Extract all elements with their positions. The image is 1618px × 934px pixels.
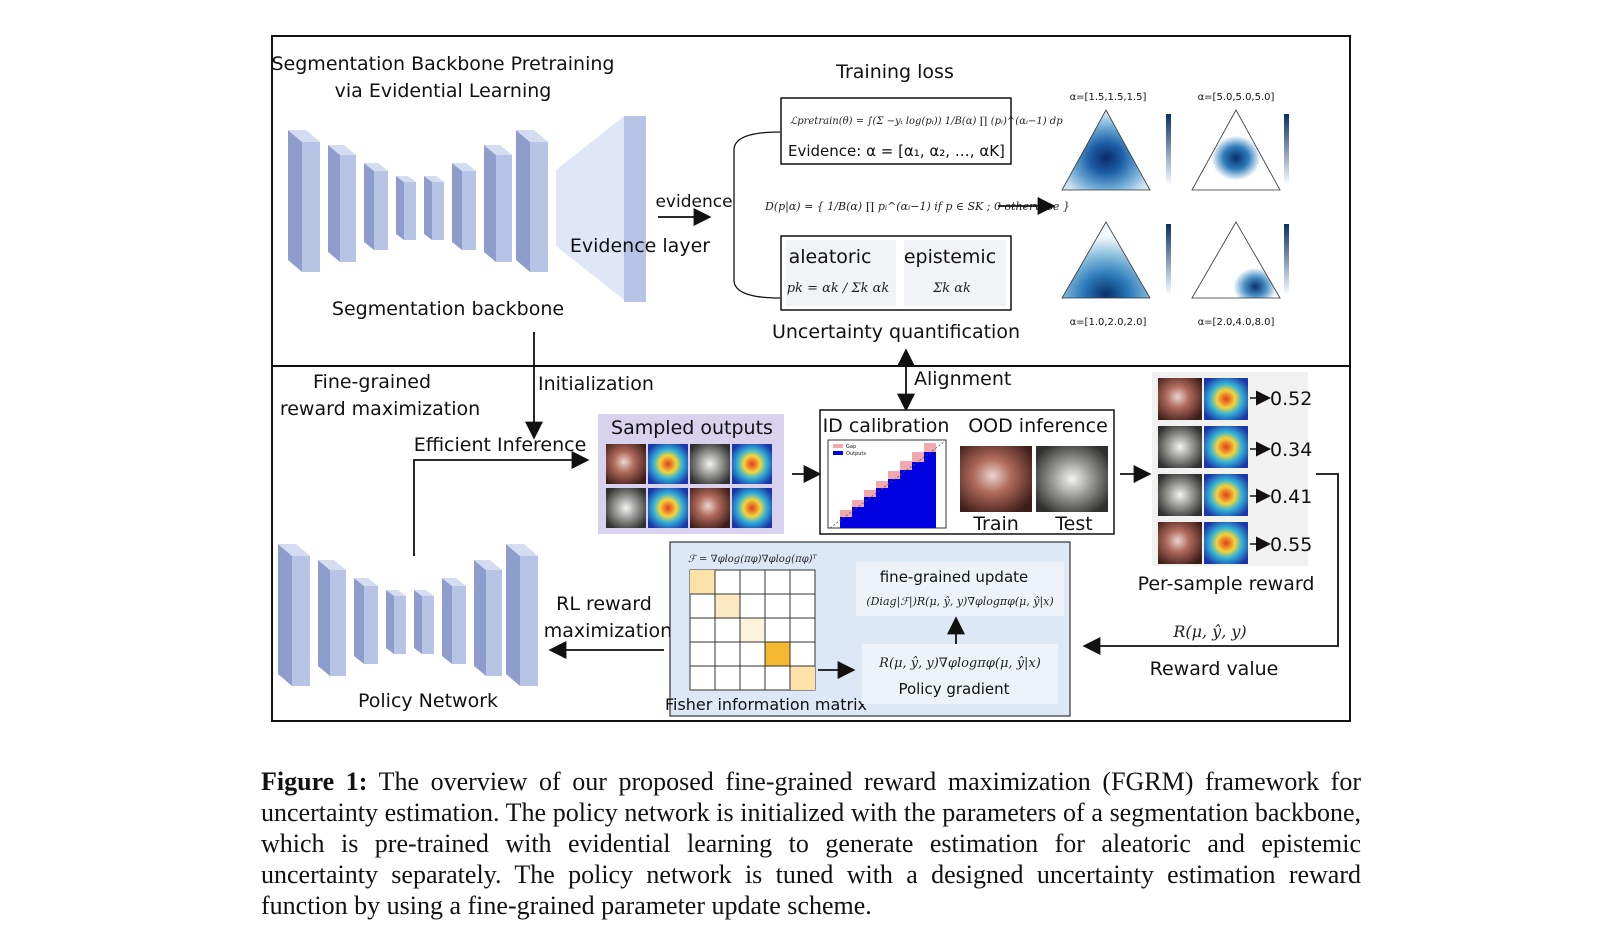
simplex-plot-4: α=[2.0,4.0,8.0] [1191, 221, 1289, 328]
ood-train-image [960, 446, 1032, 512]
reward-formula: R(μ, ŷ, y) [1172, 622, 1246, 641]
evidence-layer-label: Evidence layer [570, 235, 710, 257]
efficient-inference-label: Efficient Inference [414, 434, 587, 456]
ood-test-image [1036, 446, 1108, 512]
reward-value-3: 0.41 [1270, 486, 1312, 508]
epistemic-label: epistemic [904, 246, 996, 268]
calibration-chart: Gap Outputs [827, 439, 947, 529]
fisher-formula: ℱ = ∇φlog(πφ)∇φlog(πφ)ᵀ [688, 554, 818, 565]
policy-gradient-formula: R(μ, ŷ, y)∇φlogπφ(μ, ŷ|x) [878, 656, 1041, 671]
initialization-label: Initialization [538, 373, 654, 395]
reward-value-2: 0.34 [1270, 439, 1312, 461]
efficient-inference-arrow [413, 451, 590, 556]
simplex-label-3: α=[1.0,2.0,2.0] [1070, 317, 1147, 328]
id-calibration-label: ID calibration [823, 415, 950, 437]
policy-gradient-box [862, 644, 1058, 704]
policy-gradient-label: Policy gradient [898, 680, 1009, 698]
policy-network-icon [278, 544, 538, 686]
sampled-output-thumbnails [606, 444, 772, 528]
pretrain-title-line1: Segmentation Backbone Pretraining [272, 53, 615, 75]
epistemic-formula: Σk αk [932, 281, 971, 296]
per-sample-reward-label: Per-sample reward [1138, 573, 1315, 595]
evidence-layer-funnel [556, 116, 624, 300]
evidence-layer-block [624, 116, 646, 302]
figure-caption: Figure 1: The overview of our proposed f… [261, 766, 1361, 921]
uq-label: Uncertainty quantification [772, 321, 1020, 343]
reward-value-4: 0.55 [1270, 534, 1312, 556]
test-label: Test [1054, 513, 1092, 535]
policy-network-label: Policy Network [358, 690, 498, 712]
train-label: Train [972, 513, 1019, 535]
bottom-panel-frame [271, 365, 1351, 722]
simplex-label-2: α=[5.0,5.0,5.0] [1198, 92, 1275, 103]
simplex-plot-2: α=[5.0,5.0,5.0] [1191, 92, 1289, 191]
rl-reward-label-line1: RL reward [556, 593, 652, 615]
fine-grained-label-line2: reward maximization [280, 398, 480, 420]
framework-diagram: Segmentation Backbone Pretraining via Ev… [271, 35, 1351, 722]
aleatoric-formula: pk = αk / Σk αk [787, 281, 890, 296]
simplex-plot-1: α=[1.5,1.5,1.5] [1061, 92, 1171, 191]
reward-return-arrow [1082, 473, 1339, 655]
segmentation-backbone-icon [288, 130, 548, 272]
dirichlet-formula: D(p|α) = { 1/B(α) ∏ pᵢ^(αᵢ−1) if p ∈ SK … [764, 200, 1070, 214]
reward-thumbnails [1158, 378, 1248, 564]
fine-grained-label-line1: Fine-grained [313, 371, 431, 393]
fine-grained-update-box [856, 562, 1064, 616]
training-loss-title: Training loss [835, 61, 954, 83]
caption-label: Figure 1: [261, 767, 368, 796]
simplex-label-4: α=[2.0,4.0,8.0] [1198, 317, 1275, 328]
calib-legend-gap: Gap [846, 444, 856, 450]
rl-reward-label-line2: maximization [544, 620, 672, 642]
reward-value-1: 0.52 [1270, 388, 1312, 410]
caption-text: The overview of our proposed fine-graine… [261, 767, 1362, 920]
evidence-bracket [733, 131, 781, 299]
evidence-arrow-label: evidence [655, 192, 732, 212]
calib-legend-outputs: Outputs [846, 451, 866, 457]
training-loss-box [780, 97, 1012, 165]
sampled-outputs-label: Sampled outputs [611, 417, 773, 439]
fine-grained-update-label: fine-grained update [880, 568, 1029, 586]
alignment-label: Alignment [914, 368, 1011, 390]
reward-value-label: Reward value [1150, 658, 1279, 680]
ood-inference-label: OOD inference [968, 415, 1108, 437]
aleatoric-label: aleatoric [789, 246, 872, 268]
pretrain-title-line2: via Evidential Learning [335, 80, 552, 102]
simplex-label-1: α=[1.5,1.5,1.5] [1070, 92, 1147, 103]
fisher-matrix-grid [689, 569, 816, 691]
fisher-matrix-label: Fisher information matrix [665, 695, 867, 714]
aleatoric-panel [786, 240, 896, 306]
fine-grained-update-formula: (Diag|ℱ|)R(μ, ŷ, y)∇φlogπφ(μ, ŷ|x) [866, 595, 1053, 609]
evidence-formula: Evidence: α = [α₁, α₂, …, αK] [788, 142, 1005, 160]
segmentation-backbone-label: Segmentation backbone [332, 298, 564, 320]
loss-formula: ℒpretrain(θ) = ∫(Σ −yᵢ log(pᵢ)) 1/B(α) ∏… [790, 116, 1063, 127]
simplex-plot-3: α=[1.0,2.0,2.0] [1061, 221, 1171, 328]
epistemic-panel [904, 240, 1006, 306]
